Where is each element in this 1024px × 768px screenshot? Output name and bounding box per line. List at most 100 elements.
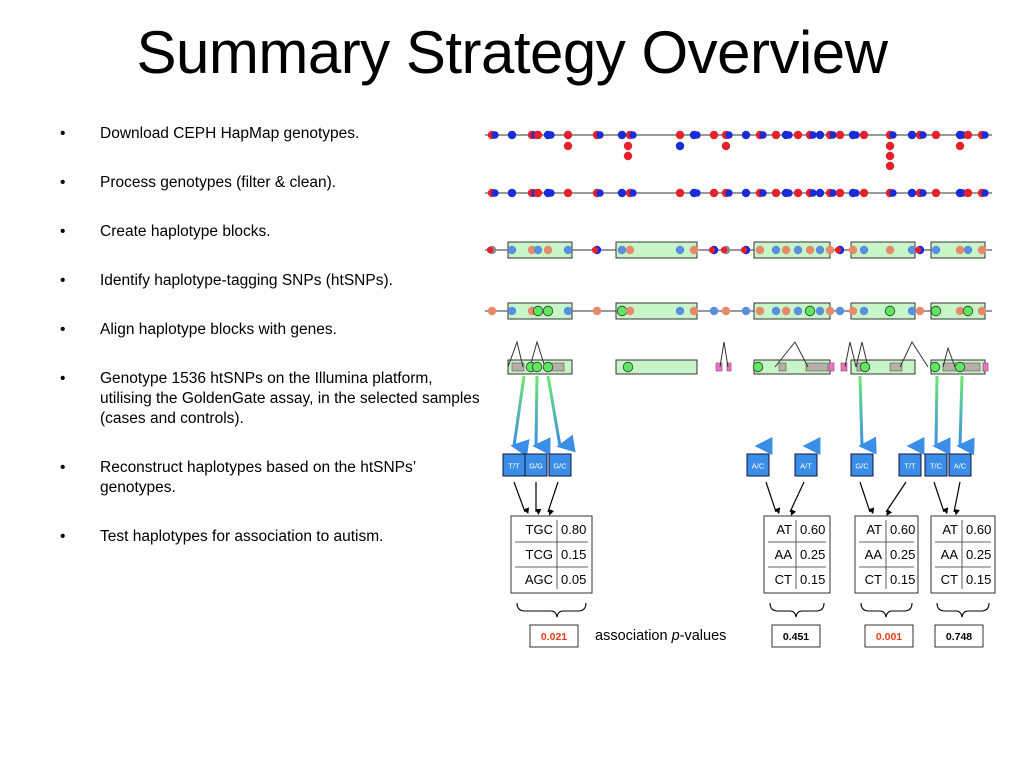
- snp-dot: [533, 245, 543, 255]
- haplotype-cell: TCG: [526, 547, 553, 562]
- snp-dot: [708, 246, 716, 254]
- tag-arrow: [858, 375, 877, 455]
- snp-dot: [741, 130, 751, 140]
- gene-exon: [511, 362, 525, 372]
- reconstruct-arrow: [953, 481, 961, 516]
- snp-dot: [759, 189, 767, 197]
- snp-dot: [793, 306, 803, 316]
- gene-exon: [778, 362, 787, 372]
- haplotype-cell: AGC: [525, 572, 553, 587]
- snp-dot: [859, 245, 869, 255]
- snp-dot: [919, 189, 927, 197]
- extra-genotype-dot: [955, 141, 965, 151]
- snp-dot: [533, 188, 543, 198]
- reconstruct-arrow: [933, 481, 949, 515]
- snp-dot: [835, 306, 845, 316]
- htsnp-dot: [532, 305, 544, 317]
- snp-dot: [533, 130, 543, 140]
- table-frame: [763, 515, 831, 594]
- genotype-tag-label: T/T: [904, 462, 916, 471]
- snp-dot: [815, 188, 825, 198]
- genotype-tag-label: G/C: [553, 462, 567, 471]
- snp-dot: [625, 306, 635, 316]
- snp-dot: [720, 246, 728, 254]
- bullet-text: Reconstruct haplotypes based on the htSN…: [100, 459, 416, 496]
- snp-dot: [507, 188, 517, 198]
- htsnp-dot: [542, 305, 554, 317]
- snp-dot: [543, 245, 553, 255]
- extra-genotype-dot: [885, 141, 895, 151]
- haplotype-cell: AT: [942, 522, 958, 537]
- brace: [769, 602, 825, 618]
- snp-dot: [755, 245, 765, 255]
- snp-dot: [835, 130, 845, 140]
- haplotype-cell: CT: [941, 572, 958, 587]
- bullet-dot: •: [60, 223, 66, 240]
- snp-dot: [981, 189, 989, 197]
- snp-dot: [889, 131, 897, 139]
- snp-dot: [491, 131, 499, 139]
- frequency-cell: 0.15: [561, 547, 586, 562]
- bullet-dot: •: [60, 125, 66, 142]
- brace: [860, 602, 913, 618]
- gene-intron: [529, 340, 546, 368]
- snp-dot: [859, 188, 869, 198]
- snp-dot: [889, 189, 897, 197]
- bullet-text: Create haplotype blocks.: [100, 223, 271, 240]
- gene-exon-pink: [726, 362, 732, 372]
- genotype-tag-label: A/C: [954, 462, 967, 471]
- snp-dot: [793, 130, 803, 140]
- frequency-cell: 0.60: [800, 522, 825, 537]
- snp-dot: [507, 130, 517, 140]
- haplotype-cell: AT: [776, 522, 792, 537]
- reconstruct-arrow: [765, 481, 781, 515]
- snp-dot: [741, 306, 751, 316]
- bullet-item: •Reconstruct haplotypes based on the htS…: [60, 458, 480, 498]
- genotype-tag-label: A/C: [752, 462, 765, 471]
- frequency-cell: 0.60: [890, 522, 915, 537]
- tag-arrow: [532, 375, 551, 456]
- snp-dot: [507, 245, 517, 255]
- snp-dot: [781, 245, 791, 255]
- bullet-dot: •: [60, 321, 66, 338]
- snp-dot: [771, 188, 781, 198]
- genotype-tag-box: [850, 453, 874, 477]
- snp-dot: [563, 306, 573, 316]
- haplotype-cell: AA: [941, 547, 959, 562]
- snp-dot: [907, 245, 917, 255]
- table-frame: [854, 515, 919, 594]
- bullet-text: Align haplotype blocks with genes.: [100, 321, 337, 338]
- snp-dot: [885, 245, 895, 255]
- snp-dot: [693, 189, 701, 197]
- snp-dot: [617, 130, 627, 140]
- snp-dot: [963, 245, 973, 255]
- htsnp-dot: [954, 361, 966, 373]
- pvalue-text: 0.001: [876, 631, 902, 643]
- snp-dot: [829, 131, 837, 139]
- htsnp-dot: [884, 305, 896, 317]
- snp-dot: [825, 306, 835, 316]
- page-title: Summary Strategy Overview: [136, 19, 888, 86]
- snp-dot: [859, 130, 869, 140]
- snp-dot: [859, 306, 869, 316]
- frequency-cell: 0.60: [966, 522, 991, 537]
- snp-dot: [848, 245, 858, 255]
- snp-dot: [675, 306, 685, 316]
- extra-genotype-dot: [721, 141, 731, 151]
- pvalue-text: 0.021: [541, 631, 567, 643]
- snp-dot: [981, 131, 989, 139]
- htsnp-dot: [804, 305, 816, 317]
- table-frame: [930, 515, 996, 594]
- snp-dot: [848, 306, 858, 316]
- gene-intron: [774, 341, 809, 368]
- snp-dot: [617, 245, 627, 255]
- bullet-text: Test haplotypes for association to autis…: [100, 528, 384, 545]
- genotype-tag-box: [548, 453, 572, 477]
- snp-dot: [785, 131, 793, 139]
- snp-dot: [689, 306, 699, 316]
